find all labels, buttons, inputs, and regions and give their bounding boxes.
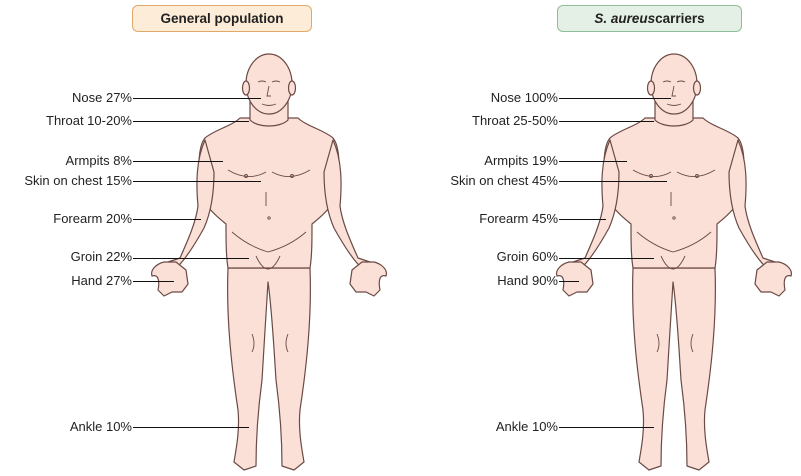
leader-line-nose (559, 98, 671, 99)
leader-line-chest (559, 181, 667, 182)
figure-s-aureus-carriers: S. aureus carriers Nose 100% Throat 25-5… (400, 0, 800, 476)
site-label-armpits: Armpits 19% (484, 153, 558, 169)
leader-line-forearm (559, 219, 606, 220)
leader-line-ankle (133, 427, 249, 428)
leader-line-nose (133, 98, 261, 99)
site-label-forearm: Forearm 20% (53, 211, 132, 227)
title-prefix: S. aureus (594, 11, 655, 26)
title-prefix: General population (160, 11, 283, 26)
population-title-box: General population (132, 5, 312, 32)
site-label-chest: Skin on chest 45% (450, 173, 558, 189)
leader-line-throat (559, 121, 654, 122)
site-label-ankle: Ankle 10% (496, 419, 558, 435)
leader-line-hand (133, 281, 174, 282)
human-body-illustration (0, 0, 400, 476)
site-label-nose: Nose 27% (72, 90, 132, 106)
leader-line-ankle (559, 427, 654, 428)
site-label-throat: Throat 10-20% (46, 113, 132, 129)
site-label-chest: Skin on chest 15% (24, 173, 132, 189)
leader-line-chest (133, 181, 261, 182)
leader-line-armpits (559, 161, 627, 162)
site-label-nose: Nose 100% (491, 90, 558, 106)
site-label-groin: Groin 60% (497, 249, 558, 265)
site-label-hand: Hand 90% (497, 273, 558, 289)
leader-line-hand (559, 281, 579, 282)
site-label-forearm: Forearm 45% (479, 211, 558, 227)
site-label-throat: Throat 25-50% (472, 113, 558, 129)
population-title-box: S. aureus carriers (557, 5, 742, 32)
leader-line-throat (133, 121, 249, 122)
human-body-illustration (400, 0, 800, 476)
site-label-armpits: Armpits 8% (66, 153, 132, 169)
site-label-hand: Hand 27% (71, 273, 132, 289)
title-suffix: carriers (655, 11, 705, 26)
leader-line-groin (133, 258, 249, 259)
leader-line-forearm (133, 219, 201, 220)
figure-general-population: General population Nose 27% Throat 10-20… (0, 0, 400, 476)
site-label-groin: Groin 22% (71, 249, 132, 265)
leader-line-armpits (133, 161, 223, 162)
leader-line-groin (559, 258, 654, 259)
site-label-ankle: Ankle 10% (70, 419, 132, 435)
